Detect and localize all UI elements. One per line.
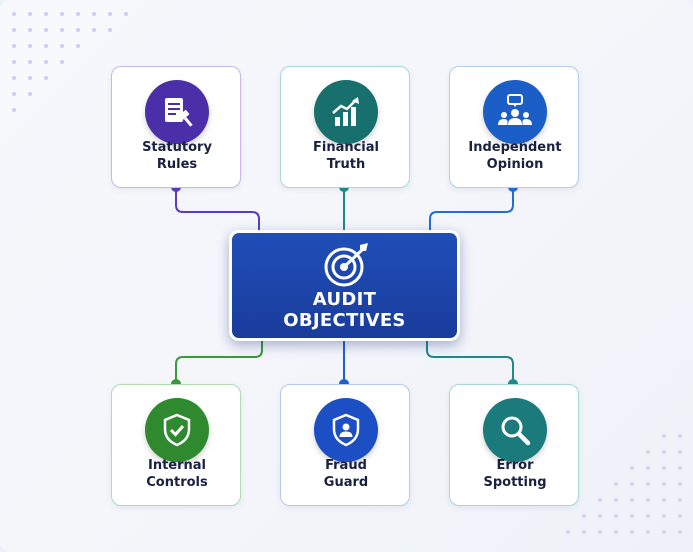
bar-chart-trend-icon [314, 80, 378, 144]
center-title-line2: OBJECTIVES [283, 310, 406, 331]
people-speech-icon [483, 80, 547, 144]
connector-error [426, 341, 514, 384]
shield-check-icon [145, 398, 209, 462]
center-title: AUDIT OBJECTIVES [232, 289, 457, 331]
card-financial-truth: Financial Truth [280, 66, 410, 188]
card-statutory-rules: Statutory Rules [111, 66, 241, 188]
card-label: Independent Opinion [450, 139, 580, 173]
card-label-line2: Controls [146, 475, 208, 490]
card-label-line1: Fraud [325, 458, 367, 473]
dot-pattern-bottom-right [566, 434, 682, 534]
connector-independent [429, 187, 514, 230]
card-label-line1: Internal [147, 458, 207, 473]
connector-statutory [175, 187, 260, 230]
dot-pattern-top-left [12, 12, 128, 112]
card-label-line1: Financial [312, 140, 379, 155]
card-label: Fraud Guard [281, 457, 411, 491]
center-node-audit-objectives: AUDIT OBJECTIVES [229, 230, 460, 341]
card-independent-opinion: Independent Opinion [449, 66, 579, 188]
card-error-spotting: Error Spotting [449, 384, 579, 506]
card-label-line2: Truth [326, 157, 366, 172]
card-fraud-guard: Fraud Guard [280, 384, 410, 506]
magnifier-icon [483, 398, 547, 462]
card-internal-controls: Internal Controls [111, 384, 241, 506]
card-label-line2: Spotting [483, 475, 547, 490]
target-icon [324, 243, 368, 287]
shield-person-icon [314, 398, 378, 462]
card-label: Statutory Rules [112, 139, 242, 173]
connector-internal [175, 341, 263, 384]
card-label-line2: Opinion [486, 157, 544, 172]
card-label-line2: Guard [323, 475, 369, 490]
card-label-line1: Statutory [142, 140, 212, 155]
card-label: Internal Controls [112, 457, 242, 491]
card-label-line2: Rules [156, 157, 198, 172]
document-gavel-icon [145, 80, 209, 144]
card-label-line1: Independent [468, 140, 562, 155]
center-title-line1: AUDIT [312, 289, 377, 310]
card-label: Error Spotting [450, 457, 580, 491]
card-label: Financial Truth [281, 139, 411, 173]
card-label-line1: Error [496, 458, 534, 473]
